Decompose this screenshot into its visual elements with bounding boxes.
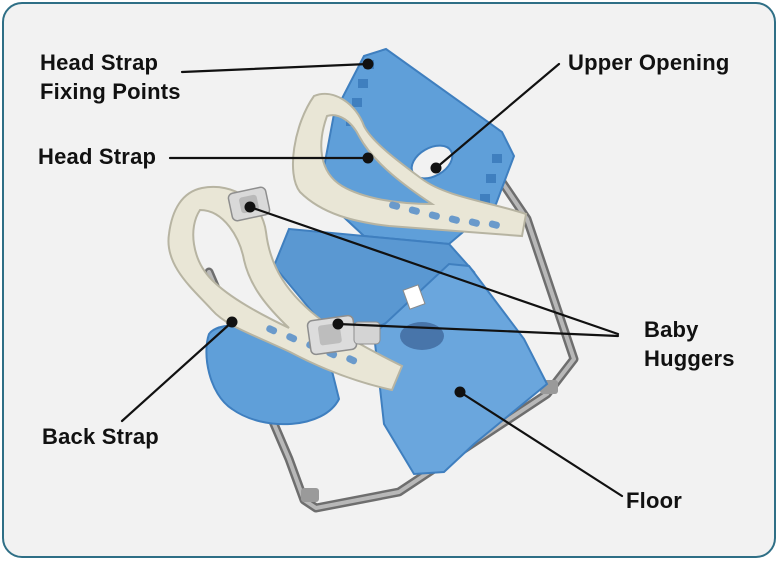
strap-slot: [346, 355, 358, 365]
strap-slot: [286, 333, 298, 343]
leader-line-baby-hugger-lower: [336, 322, 620, 338]
diagram-frame: Head Strap Fixing Points Upper Opening H…: [2, 2, 776, 558]
leader-dot: [332, 318, 344, 330]
strap-slot: [428, 211, 440, 220]
leader-dot: [362, 58, 374, 70]
leader-dot: [226, 316, 238, 328]
blue-seat: [205, 47, 549, 476]
fixing-point: [352, 98, 362, 107]
fixing-point: [480, 194, 490, 203]
fixing-point: [492, 154, 502, 163]
label-line: Floor: [626, 488, 682, 513]
strap-slot: [488, 220, 500, 229]
label-line: Upper Opening: [568, 50, 730, 75]
leader-dots: [226, 58, 466, 398]
label-head-strap-fixing-points: Head Strap Fixing Points: [40, 48, 181, 106]
strap-slot: [266, 325, 278, 335]
product-tag: [402, 284, 426, 310]
leader-dot: [430, 162, 442, 174]
label-line: Baby: [644, 317, 699, 342]
seat-floor-panel: [372, 262, 549, 476]
frame-cap: [301, 488, 319, 502]
leader-line-floor: [458, 390, 624, 498]
strap-slot: [448, 215, 460, 224]
label-head-strap: Head Strap: [38, 142, 156, 171]
fixing-point: [358, 79, 368, 88]
label-baby-huggers: Baby Huggers: [644, 315, 735, 373]
label-line: Back Strap: [42, 424, 159, 449]
strap-slot: [468, 218, 480, 227]
leader-line-upper-opening: [434, 62, 561, 170]
leader-line-baby-hugger-upper: [248, 205, 620, 336]
leader-dot: [362, 152, 374, 164]
leader-line-back-strap: [120, 320, 234, 423]
label-upper-opening: Upper Opening: [568, 48, 730, 77]
leader-dot: [454, 386, 466, 398]
head-strap-shape: [291, 93, 528, 238]
fixing-point: [486, 174, 496, 183]
label-line: Huggers: [644, 346, 735, 371]
strap-slot: [408, 206, 420, 215]
product-illustration: [120, 47, 624, 513]
label-line: Head Strap: [38, 144, 157, 169]
leader-lines: [120, 62, 624, 498]
leader-line-fixing-points: [180, 62, 370, 74]
label-back-strap: Back Strap: [42, 422, 159, 451]
label-floor: Floor: [626, 486, 682, 515]
label-line: Head Strap: [40, 50, 159, 75]
strap-slot: [389, 201, 401, 210]
buckle-lower-latch: [353, 321, 381, 345]
leader-dot: [244, 201, 256, 213]
label-line: Fixing Points: [40, 79, 181, 104]
